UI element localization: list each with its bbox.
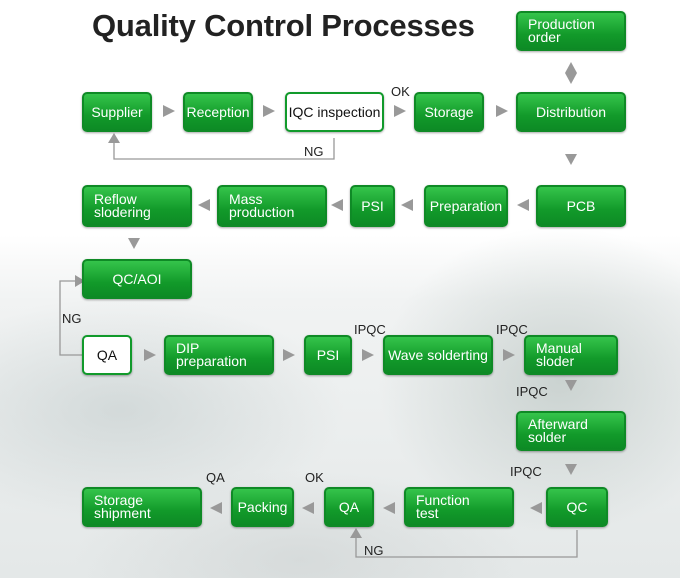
label-ipqc-qc: IPQC: [510, 464, 542, 479]
reflow-line2: slodering: [94, 204, 151, 220]
arrow-supplier-reception: [163, 105, 175, 117]
box-wave-soldering: Wave solderting: [383, 335, 493, 375]
function-line2: test: [416, 505, 439, 521]
label-ng-qa: NG: [62, 311, 82, 326]
label-ipqc-afterward: IPQC: [516, 384, 548, 399]
box-pcb: PCB: [536, 185, 626, 227]
diamond-order-distribution: [565, 62, 577, 84]
mass-line2: production: [229, 204, 295, 220]
packing-label: Packing: [237, 498, 288, 515]
wave-soldering-label: Wave solderting: [388, 346, 488, 363]
box-packing: Packing: [231, 487, 294, 527]
box-qa-2: QA: [324, 487, 374, 527]
psi-2-label: PSI: [316, 346, 340, 363]
label-ng-iqc: NG: [304, 144, 324, 159]
psi-1-label: PSI: [361, 197, 384, 214]
pcb-label: PCB: [566, 197, 596, 214]
manual-line1: Manual: [536, 340, 582, 356]
arrow-qa-packing: [302, 502, 314, 514]
box-qc: QC: [546, 487, 608, 527]
box-supplier: Supplier: [82, 92, 152, 132]
storage-label: Storage: [424, 103, 474, 120]
iqc-inspection-label: IQC inspection: [288, 103, 381, 120]
function-line1: Function: [416, 492, 470, 508]
arrow-storage-distribution: [496, 105, 508, 117]
arrow-dip-psi: [283, 349, 295, 361]
label-ok-iqc: OK: [391, 84, 410, 99]
box-qc-aoi: QC/AOI: [82, 259, 192, 299]
afterward-line1: Afterward: [528, 416, 588, 432]
qa-1-label: QA: [96, 346, 118, 363]
qc-label: QC: [566, 498, 588, 515]
arrow-packing-storage: [210, 502, 222, 514]
ng-arrowhead-qcaoi: [75, 275, 85, 287]
label-ipqc-wave: IPQC: [354, 322, 386, 337]
production-order-line1: Production: [528, 16, 595, 32]
preparation-label: Preparation: [429, 197, 503, 214]
ng-arrowhead-supplier: [108, 133, 120, 143]
storage-shipment-line2: shipment: [94, 505, 151, 521]
arrow-manual-afterward: [565, 380, 577, 391]
box-iqc-inspection: IQC inspection: [285, 92, 384, 132]
manual-line2: sloder: [536, 353, 575, 369]
reflow-line1: Reflow: [94, 191, 137, 207]
box-reception: Reception: [183, 92, 253, 132]
arrow-reflow-qcaoi: [128, 238, 140, 249]
page-title: Quality Control Processes: [92, 8, 475, 43]
mass-line1: Mass: [229, 191, 263, 207]
box-storage: Storage: [414, 92, 484, 132]
arrow-afterward-qc: [565, 464, 577, 475]
label-ok-qa: OK: [305, 470, 324, 485]
afterward-line2: solder: [528, 429, 567, 445]
reception-label: Reception: [186, 103, 250, 120]
arrow-function-qa: [383, 502, 395, 514]
ng-loop-iqc-supplier: [113, 138, 335, 160]
supplier-label: Supplier: [91, 103, 143, 120]
production-order-line2: order: [528, 29, 561, 45]
arrow-iqc-storage: [394, 105, 406, 117]
arrow-reception-iqc: [263, 105, 275, 117]
box-distribution: Distribution: [516, 92, 626, 132]
box-psi-2: PSI: [304, 335, 352, 375]
arrow-qc-function: [530, 502, 542, 514]
arrow-preparation-psi: [401, 199, 413, 211]
label-ipqc-manual: IPQC: [496, 322, 528, 337]
arrow-psi-wave: [362, 349, 374, 361]
ng-loop-qc-qa: [355, 530, 578, 558]
box-psi-1: PSI: [350, 185, 395, 227]
arrow-distribution-pcb: [565, 154, 577, 165]
dip-line2: preparation: [176, 353, 247, 369]
distribution-label: Distribution: [535, 103, 607, 120]
box-preparation: Preparation: [424, 185, 508, 227]
box-qa-1: QA: [82, 335, 132, 375]
qa-2-label: QA: [338, 498, 360, 515]
arrow-wave-manual: [503, 349, 515, 361]
qc-aoi-label: QC/AOI: [112, 270, 162, 287]
arrow-qa-dip: [144, 349, 156, 361]
label-ng-qc: NG: [364, 543, 384, 558]
arrow-psi-mass: [331, 199, 343, 211]
arrow-pcb-preparation: [517, 199, 529, 211]
dip-line1: DIP: [176, 340, 200, 356]
storage-shipment-line1: Storage: [94, 492, 144, 508]
ng-loop-qa-qcaoi: [59, 280, 82, 356]
arrow-mass-reflow: [198, 199, 210, 211]
ng-arrowhead-qa: [350, 528, 362, 538]
label-qa-packing: QA: [206, 470, 225, 485]
